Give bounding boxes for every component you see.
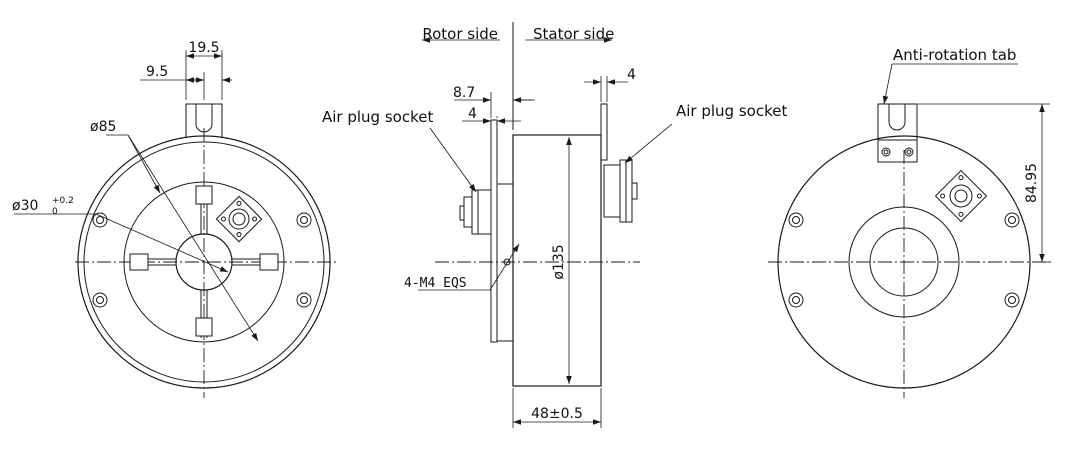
bore-tolerance-lower: 0 [52,207,58,217]
side-view: Rotor side Stator side Air plug socket A… [322,22,787,428]
air-plug-right [603,159,638,223]
rotor-flange-thickness-dimension: 4 [468,106,477,122]
rotor-flange [496,183,514,342]
rotor-plate [490,119,498,343]
rotor-flange-circle [123,181,285,343]
air-plug-socket-front-icon [215,195,263,243]
rear-body-circle [777,135,1031,389]
outer-body-inner-edge [83,141,325,383]
stator-rear-view: Anti-rotation tab 84.95 [768,46,1052,398]
body-diameter-dimension: ø135 [551,244,567,279]
rotor-side-label: Rotor side [422,25,498,43]
air-plug-socket-rear-icon [934,169,988,223]
body-length-dimension: 48±0.5 [531,406,583,422]
tab-offset-dimension: 9.5 [146,64,168,80]
mounting-holes-rear [788,212,1020,308]
outer-diameter-dimension: ø85 [90,119,116,135]
anti-rotation-tab-front [185,103,223,138]
air-plug-socket-left-label: Air plug socket [322,108,433,126]
tab-thickness-dimension: 4 [627,67,636,83]
tab-height-dimension: 84.95 [1024,163,1040,203]
air-plug-left [459,189,492,235]
rotor-flange-offset-dimension: 8.7 [453,85,475,101]
m4-hole-marker [503,258,511,266]
outer-body-circle [77,135,331,389]
flange-ribs [129,185,279,338]
bore-diameter-dimension: ø30 [12,198,38,214]
mounting-holes-label: 4-M4 EQS [404,276,467,291]
rear-hub-outer [848,206,960,318]
air-plug-socket-right-label: Air plug socket [676,102,787,120]
stator-side-label: Stator side [533,25,614,43]
bore-tolerance-upper: +0.2 [52,196,74,206]
anti-rotation-tab-label: Anti-rotation tab [893,46,1016,64]
rear-bore [869,227,939,297]
mounting-holes-front [92,212,312,308]
rotor-front-view: 19.5 9.5 ø85 ø30 +0.2 0 [12,40,338,398]
anti-rotation-tab-side [600,103,608,161]
anti-rotation-tab-rear [877,103,918,163]
tab-width-dimension: 19.5 [188,40,219,56]
bore-circle [175,233,233,291]
